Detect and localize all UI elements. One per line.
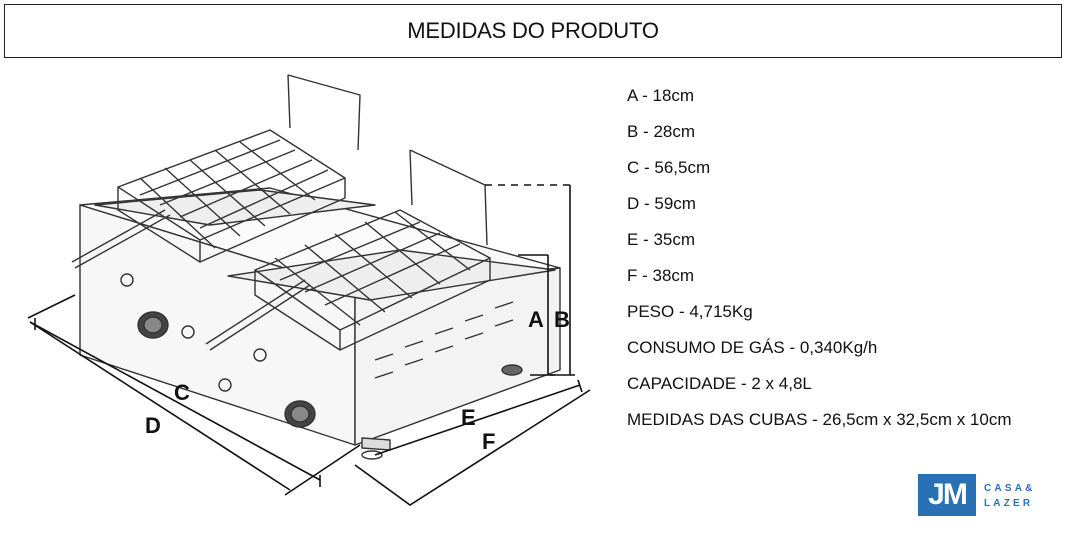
spec-item: PESO - 4,715Kg	[627, 302, 753, 321]
spec-item: B - 28cm	[627, 122, 696, 141]
spec-item: CONSUMO DE GÁS - 0,340Kg/h	[627, 338, 878, 357]
spec-item: F - 38cm	[627, 266, 695, 285]
dim-line-c	[29, 318, 321, 487]
spec-item: D - 59cm	[627, 194, 696, 213]
fryer-diagram: A B C D E F	[27, 74, 591, 506]
basket-left	[71, 74, 361, 269]
label-a: A	[528, 307, 544, 332]
label-b: B	[554, 307, 570, 332]
logo-mark: JM	[918, 474, 976, 516]
title-box: MEDIDAS DO PRODUTO	[4, 4, 1062, 58]
label-e: E	[461, 405, 476, 430]
spec-item: E - 35cm	[627, 230, 696, 249]
label-c: C	[174, 380, 190, 405]
spec-item: C - 56,5cm	[627, 158, 711, 177]
spec-item: CAPACIDADE - 2 x 4,8L	[627, 374, 812, 393]
label-f: F	[482, 429, 495, 454]
basket-right	[205, 149, 491, 351]
gas-nozzle	[361, 437, 391, 451]
logo-line-2: LAZER	[984, 498, 1034, 509]
dim-line-d-ext	[27, 294, 361, 496]
brand-logo: JM CASA& LAZER	[918, 474, 1043, 518]
spec-item: MEDIDAS DAS CUBAS - 26,5cm x 32,5cm x 10…	[627, 410, 1012, 429]
dim-line-d	[29, 321, 291, 491]
logo-line-1: CASA&	[984, 483, 1036, 494]
dim-line-f	[354, 389, 591, 506]
well-left	[94, 189, 376, 226]
spec-list: A - 18cm B - 28cm C - 56,5cm D - 59cm E …	[627, 86, 1012, 446]
page-title: MEDIDAS DO PRODUTO	[407, 18, 659, 43]
dim-line-e	[374, 379, 583, 456]
spec-item: A - 18cm	[627, 86, 695, 105]
label-d: D	[145, 413, 161, 438]
